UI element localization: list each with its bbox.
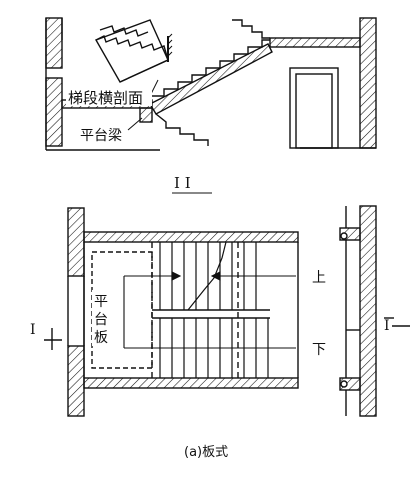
side-section [339,205,410,417]
lower-flight-steps [149,39,270,104]
caption: (a)板式 [184,445,228,460]
door [289,67,339,149]
label-landing-slab-2: 台 [94,312,108,328]
landing-beam-shape [139,107,153,123]
lower-flight-slab [149,43,273,115]
plan-top-beam [83,231,299,243]
plan-bottom-beam [83,377,299,389]
flight-cross-section-inset [94,19,173,83]
direction-arrows [123,271,296,349]
cut-line-left [44,328,62,350]
left-wall [45,17,160,151]
label-cut-left: I [30,322,36,338]
plan-view [67,207,299,417]
section-mark: I I [174,174,191,192]
label-cut-right: I [384,318,390,334]
label-stair-cross-section: 梯段横剖面 [68,89,143,107]
upper-landing-slab [269,37,361,48]
upper-flight-steps [155,113,209,146]
label-landing-beam: 平台梁 [80,128,122,144]
section-view [45,17,377,151]
label-down: 下 [312,342,326,358]
label-landing-slab-1: 平 [94,294,108,310]
label-landing-slab-3: 板 [94,330,108,346]
break-line [187,241,227,311]
plan-left-wall [67,207,85,417]
leader-landing-beam [127,117,143,131]
label-up: 上 [312,270,326,286]
rear-flight-steps [232,19,270,39]
